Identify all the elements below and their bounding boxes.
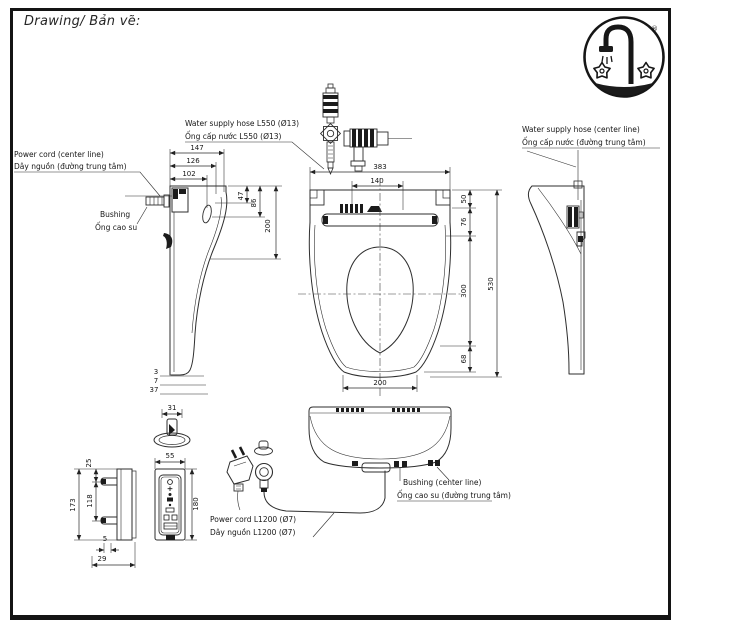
callout-power-cord-center: Power cord (center line) Dây nguồn (đườn… bbox=[14, 150, 172, 197]
svg-text:Ống cấp nước L550 (Ø13): Ống cấp nước L550 (Ø13) bbox=[185, 131, 282, 141]
dim-29: 29 bbox=[98, 555, 107, 563]
dim-47: 47 bbox=[237, 192, 245, 201]
power-plug bbox=[226, 446, 254, 511]
hose-connector-part bbox=[319, 83, 342, 176]
fastener-knob: 31 bbox=[153, 404, 191, 448]
logo-flower-left bbox=[593, 61, 611, 79]
cord-connector bbox=[254, 462, 386, 514]
svg-text:Bushing (center line): Bushing (center line) bbox=[403, 478, 482, 487]
svg-text:Ống cao su (đường trung tâm): Ống cao su (đường trung tâm) bbox=[397, 490, 511, 500]
dim-147: 147 bbox=[190, 144, 203, 152]
side-connector bbox=[566, 205, 584, 229]
washlet-logo-icon: ® bbox=[583, 16, 665, 98]
bushing-part bbox=[145, 194, 170, 208]
dim-383: 383 bbox=[373, 163, 386, 171]
remote-side-view: 25 118 173 5 29 bbox=[69, 459, 137, 568]
logo-flower-right bbox=[637, 61, 655, 79]
drawing-frame bbox=[10, 8, 671, 620]
dim-5: 5 bbox=[103, 535, 107, 543]
svg-text:Dây nguồn L1200 (Ø7): Dây nguồn L1200 (Ø7) bbox=[210, 528, 295, 537]
callout-water-hose-center: Water supply hose (center line) Ống cấp … bbox=[522, 125, 660, 168]
dim-180: 180 bbox=[192, 497, 200, 510]
svg-text:Power cord (center line): Power cord (center line) bbox=[14, 150, 104, 159]
callout-power-cord-l1200: Power cord L1200 (Ø7) Dây nguồn L1200 (Ø… bbox=[210, 512, 335, 538]
svg-text:Water supply hose L550 (Ø13): Water supply hose L550 (Ø13) bbox=[185, 119, 299, 128]
callout-water-hose-l550: Water supply hose L550 (Ø13) Ống cấp nướ… bbox=[185, 119, 325, 170]
side-view-left: 147 126 102 bbox=[145, 144, 282, 395]
dim-50: 50 bbox=[460, 195, 468, 204]
dim-7: 7 bbox=[154, 377, 158, 385]
dim-200-top: 200 bbox=[373, 379, 386, 387]
dim-68: 68 bbox=[460, 355, 468, 364]
bottom-bushing-feet bbox=[352, 460, 440, 473]
control-vents bbox=[340, 204, 382, 213]
dim-102: 102 bbox=[182, 170, 195, 178]
dim-3: 3 bbox=[154, 368, 158, 376]
svg-text:Power cord L1200 (Ø7): Power cord L1200 (Ø7) bbox=[210, 515, 296, 524]
dim-86: 86 bbox=[250, 198, 258, 207]
dim-530: 530 bbox=[487, 277, 495, 290]
side-view-right bbox=[528, 150, 586, 375]
dim-118: 118 bbox=[86, 494, 94, 507]
svg-text:Dây nguồn (đường trung tâm): Dây nguồn (đường trung tâm) bbox=[14, 162, 127, 171]
registered-mark: ® bbox=[651, 25, 658, 33]
svg-text:Bushing: Bushing bbox=[100, 210, 130, 219]
top-view: 383 140 bbox=[298, 163, 502, 398]
front-view-bottom bbox=[308, 406, 452, 473]
vent-slots bbox=[336, 408, 420, 412]
dim-31: 31 bbox=[168, 404, 177, 412]
power-cord-exit bbox=[163, 233, 173, 249]
dim-173: 173 bbox=[69, 498, 77, 511]
dim-55: 55 bbox=[166, 452, 175, 460]
dim-25: 25 bbox=[85, 459, 93, 468]
svg-text:Water supply hose (center line: Water supply hose (center line) bbox=[522, 125, 640, 134]
dim-37: 37 bbox=[150, 386, 159, 394]
valve-parts bbox=[319, 83, 412, 176]
dim-126: 126 bbox=[186, 157, 200, 165]
callout-bushing-center: Bushing (center line) Ống cao su (đường … bbox=[397, 466, 511, 502]
dim-300: 300 bbox=[460, 284, 468, 297]
cord-cap-part bbox=[254, 440, 273, 456]
remote-front-view: 55 180 bbox=[154, 452, 200, 541]
svg-text:Ống cao su: Ống cao su bbox=[95, 222, 137, 232]
dim-140: 140 bbox=[370, 177, 383, 185]
dim-76: 76 bbox=[460, 217, 468, 226]
page-title: Drawing/ Bản vẽ: bbox=[24, 14, 141, 29]
svg-text:Ống cấp nước (đường trung tâm): Ống cấp nước (đường trung tâm) bbox=[522, 137, 646, 147]
callout-bushing-left: Bushing Ống cao su bbox=[95, 206, 148, 232]
dim-200-side: 200 bbox=[264, 219, 272, 232]
remote-buttons bbox=[163, 479, 178, 530]
power-cord-line bbox=[263, 470, 386, 514]
